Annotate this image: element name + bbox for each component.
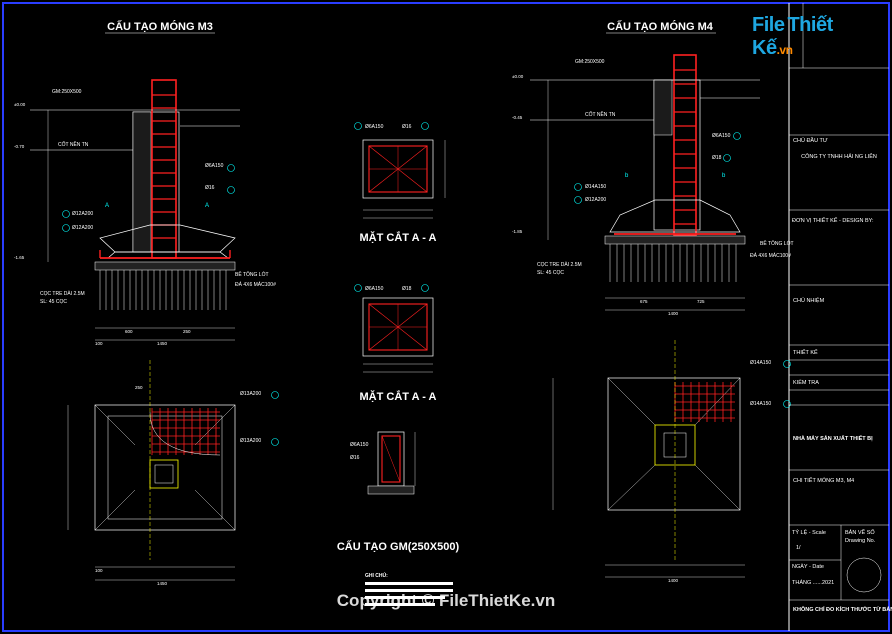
svg-text:NGÀY - Date: NGÀY - Date <box>792 563 824 570</box>
svg-text:CỐT NỀN TN: CỐT NỀN TN <box>585 111 616 118</box>
m4-plan: Ø14A150 Ø14A150 1400 <box>552 340 791 583</box>
svg-text:CHỦ NHIỆM: CHỦ NHIỆM <box>793 296 825 304</box>
title-section-1: MẶT CẮT A - A <box>360 231 437 244</box>
svg-text:Ø6A150: Ø6A150 <box>365 286 384 292</box>
svg-text:BÊ TÔNG LÓT: BÊ TÔNG LÓT <box>235 270 269 278</box>
svg-text:Ø12A200: Ø12A200 <box>585 197 606 203</box>
svg-text:Ø16: Ø16 <box>402 124 412 130</box>
svg-text:Ø13A200: Ø13A200 <box>240 391 261 397</box>
svg-text:GM:250X500: GM:250X500 <box>575 59 605 65</box>
svg-text:-0.70: -0.70 <box>14 144 25 149</box>
svg-text:Ø12A200: Ø12A200 <box>72 225 93 231</box>
svg-text:600: 600 <box>125 329 133 334</box>
svg-text:ĐÁ 4X6 MÁC100#: ĐÁ 4X6 MÁC100# <box>235 281 276 288</box>
svg-text:725: 725 <box>697 299 705 304</box>
svg-text:1400: 1400 <box>668 311 679 316</box>
svg-text:b: b <box>722 173 726 179</box>
svg-text:BẢN VẼ SỐ: BẢN VẼ SỐ <box>845 529 875 536</box>
svg-text:Ø12A200: Ø12A200 <box>72 211 93 217</box>
svg-text:Ø14A150: Ø14A150 <box>585 184 606 190</box>
logo-suffix: .vn <box>776 43 793 57</box>
svg-text:675: 675 <box>640 299 648 304</box>
svg-text:TỶ LỆ - Scale: TỶ LỆ - Scale <box>792 528 826 536</box>
m3-elevation: CẤU TẠO MÓNG M3 <box>14 20 276 346</box>
svg-text:ĐƠN VỊ THIẾT KẾ - DESIGN BY:: ĐƠN VỊ THIẾT KẾ - DESIGN BY: <box>792 217 874 224</box>
svg-text:A: A <box>205 203 209 209</box>
svg-text:250: 250 <box>183 329 191 334</box>
beam-section: Ø6A150 Ø16 CẤU TẠO GM(250X500) GHI CHÚ: <box>337 431 460 606</box>
watermark: Copyright © FileThietKe.vn <box>337 591 555 610</box>
svg-text:1450: 1450 <box>157 341 168 346</box>
svg-text:-0.45: -0.45 <box>512 115 523 120</box>
svg-text:1450: 1450 <box>157 581 168 586</box>
svg-text:Ø18: Ø18 <box>402 286 412 292</box>
svg-text:A: A <box>105 203 109 209</box>
section-a-a-1: Ø6A150 Ø16 MẶT CẮT A - A <box>354 122 446 244</box>
title-block <box>789 3 889 601</box>
title-section-2: MẶT CẮT A - A <box>360 390 437 403</box>
title-m3: CẤU TẠO MÓNG M3 <box>107 20 213 33</box>
svg-text:CHI TIẾT MÓNG M3, M4: CHI TIẾT MÓNG M3, M4 <box>793 477 854 484</box>
svg-text:ĐÁ 4X6 MÁC100#: ĐÁ 4X6 MÁC100# <box>750 252 791 259</box>
svg-text:Ø13A200: Ø13A200 <box>240 438 261 444</box>
svg-text:CHỦ ĐẦU TƯ: CHỦ ĐẦU TƯ <box>793 137 828 144</box>
svg-text:Ø18: Ø18 <box>712 155 722 161</box>
svg-text:Ø14A150: Ø14A150 <box>750 360 771 366</box>
svg-text:Ø6A150: Ø6A150 <box>205 163 224 169</box>
svg-text:Ø16: Ø16 <box>350 455 360 461</box>
svg-text:KIỂM TRA: KIỂM TRA <box>793 379 819 386</box>
svg-text:NHÀ MÁY SẢN XUẤT THIẾT BỊ: NHÀ MÁY SẢN XUẤT THIẾT BỊ <box>793 435 873 442</box>
svg-text:CỐT NỀN TN: CỐT NỀN TN <box>58 141 89 148</box>
svg-text:Ø6A150: Ø6A150 <box>712 133 731 139</box>
svg-text:-1.65: -1.65 <box>14 255 25 260</box>
svg-text:±0.00: ±0.00 <box>512 74 524 79</box>
section-a-a-2: Ø6A150 Ø18 MẶT CẮT A - A <box>354 284 437 403</box>
svg-text:BÊ TÔNG LÓT: BÊ TÔNG LÓT <box>760 239 794 247</box>
svg-text:SL: 45 CỌC: SL: 45 CỌC <box>40 299 67 305</box>
svg-text:THIẾT KẾ: THIẾT KẾ <box>793 349 818 356</box>
svg-text:SL: 45 CỌC: SL: 45 CỌC <box>537 270 564 276</box>
svg-text:CÔNG TY TNHH HẢI NG LIỄN: CÔNG TY TNHH HẢI NG LIỄN <box>801 153 877 160</box>
logo-brand2: Thiết Kế <box>752 14 833 59</box>
m4-elevation: CẤU TẠO MÓNG M4 <box>512 20 794 316</box>
svg-text:Ø6A150: Ø6A150 <box>350 442 369 448</box>
svg-text:b: b <box>625 173 629 179</box>
svg-text:250: 250 <box>135 385 143 390</box>
svg-text:±0.00: ±0.00 <box>14 102 26 107</box>
m3-plan: Ø13A200 Ø13A200 1450 100 250 <box>67 360 279 586</box>
title-beam: CẤU TẠO GM(250X500) <box>337 540 460 553</box>
svg-text:GM:250X500: GM:250X500 <box>52 89 82 95</box>
svg-text:Ø6A150: Ø6A150 <box>365 124 384 130</box>
svg-text:1400: 1400 <box>668 578 679 583</box>
svg-text:1/: 1/ <box>796 545 801 551</box>
notes-heading: GHI CHÚ: <box>365 572 388 579</box>
svg-text:Ø14A150: Ø14A150 <box>750 401 771 407</box>
svg-text:KHÔNG CHỈ ĐO KÍCH THƯỚC TỪ BẢN: KHÔNG CHỈ ĐO KÍCH THƯỚC TỪ BẢN VẼ <box>793 605 892 613</box>
svg-text:100: 100 <box>95 341 103 346</box>
svg-text:Ø16: Ø16 <box>205 185 215 191</box>
svg-text:Drawing No.: Drawing No. <box>845 538 876 544</box>
svg-text:-1.85: -1.85 <box>512 229 523 234</box>
svg-text:CỌC TRE DÀI 2.5M: CỌC TRE DÀI 2.5M <box>40 290 85 297</box>
svg-text:CỌC TRE DÀI 2.5M: CỌC TRE DÀI 2.5M <box>537 261 582 268</box>
svg-text:100: 100 <box>95 568 103 573</box>
logo-brand: File <box>752 14 785 36</box>
title-m4: CẤU TẠO MÓNG M4 <box>607 20 714 33</box>
svg-text:THÁNG ......2021: THÁNG ......2021 <box>792 579 834 586</box>
